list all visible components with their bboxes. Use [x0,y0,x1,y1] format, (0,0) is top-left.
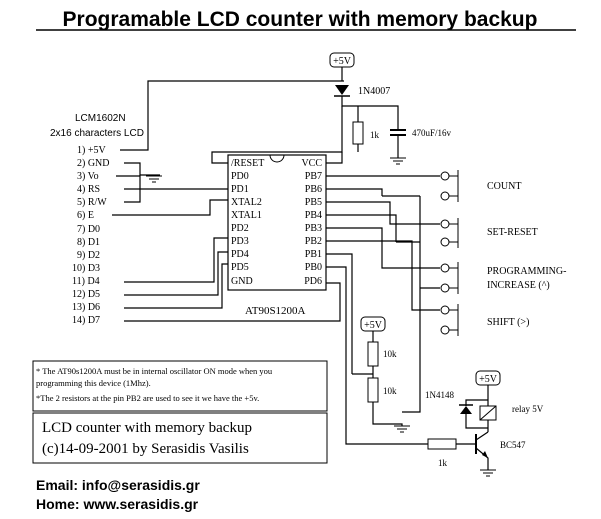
mcu-pin: PB5 [305,197,322,208]
shift-button-label: SHIFT (>) [487,317,529,328]
mcu-name: AT90S1200A [245,305,306,317]
lcd-pin: 6) E [77,210,94,221]
mcu-pin: PB0 [305,262,322,273]
page-title: Programable LCD counter with memory back… [63,8,538,31]
credit-box [32,412,328,464]
diode2-label: 1N4148 [425,390,454,400]
r1k-top-label: 1k [370,130,380,140]
note-line: programming this device (1Mhz). [36,378,151,388]
contact-home: Home: www.serasidis.gr [36,496,199,512]
note-box [32,360,328,412]
lcd-pin: 2) GND [77,158,110,169]
lcd-pin: 13) D6 [72,302,100,313]
r10k-b-label: 10k [383,386,397,396]
mcu-pin: PD3 [231,236,249,247]
push-buttons [440,170,459,336]
credit-line2: (c)14-09-2001 by Serasidis Vasilis [42,441,249,457]
mcu-pin: PB4 [305,210,322,221]
lcd-pin-list: 1) +5V 2) GND 3) Vo 4) RS 5) R/W 6) E 7)… [72,145,110,326]
note-line: * The AT90s1200A must be in internal osc… [36,366,273,376]
lcd-pin: 4) RS [77,184,100,195]
supply-label: +5V [479,374,498,385]
lcd-pin: 11) D4 [72,276,100,287]
mcu-left-pins: /RESET PD0 PD1 XTAL2 XTAL1 PD2 PD3 PD4 P… [231,158,264,287]
mcu-pin: XTAL1 [231,210,262,221]
mcu-pin: PD1 [231,184,249,195]
mcu-pin: PD4 [231,249,249,260]
diode1-label: 1N4007 [358,86,390,97]
cap-label: 470uF/16v [412,128,452,138]
count-button-label: COUNT [487,181,521,192]
contact-email: Email: info@serasidis.gr [36,477,200,493]
lcd-pin: 14) D7 [72,315,100,326]
mcu-pin: PD5 [231,262,249,273]
transistor-label: BC547 [500,440,526,450]
mcu-pin: PB2 [305,236,322,247]
mcu-pin: /RESET [231,158,264,169]
mcu-pin: PB6 [305,184,322,195]
mcu-pin: GND [231,276,253,287]
lcd-pin: 1) +5V [77,145,106,156]
mcu-pin: VCC [301,158,322,169]
supply-label: +5V [364,320,383,331]
lcd-desc: 2x16 characters LCD [50,128,144,139]
credit-line1: LCD counter with memory backup [42,420,252,436]
r10k-a-label: 10k [383,349,397,359]
mcu-right-pins: VCC PB7 PB6 PB5 PB4 PB3 PB2 PB1 PB0 PD6 [301,158,322,287]
mcu-pin: XTAL2 [231,197,262,208]
mcu-pin: PD6 [304,276,322,287]
mcu-pin: PB1 [305,249,322,260]
mcu-pin: PB3 [305,223,322,234]
lcd-pin: 10) D3 [72,263,100,274]
mcu-pin: PD2 [231,223,249,234]
increase-button-label: INCREASE (^) [487,280,550,291]
lcd-model: LCM1602N [75,113,126,124]
note-text: * The AT90s1200A must be in internal osc… [36,366,273,403]
r1k-bottom-label: 1k [438,458,448,468]
mcu-pin: PD0 [231,171,249,182]
lcd-pin: 7) D0 [77,224,100,235]
lcd-pin: 3) Vo [77,171,99,182]
mcu-pin: PB7 [305,171,322,182]
relay-label: relay 5V [512,404,544,414]
lcd-pin: 12) D5 [72,289,100,300]
lcd-pin: 9) D2 [77,250,100,261]
mcu-body [227,154,327,291]
lcd-pin: 8) D1 [77,237,100,248]
supply-label: +5V [333,56,352,67]
lcd-pin: 5) R/W [77,197,107,208]
set-reset-button-label: SET-RESET [487,227,538,238]
programming-button-label: PROGRAMMING- [487,266,566,277]
note-line: *The 2 resistors at the pin PB2 are used… [36,393,259,403]
